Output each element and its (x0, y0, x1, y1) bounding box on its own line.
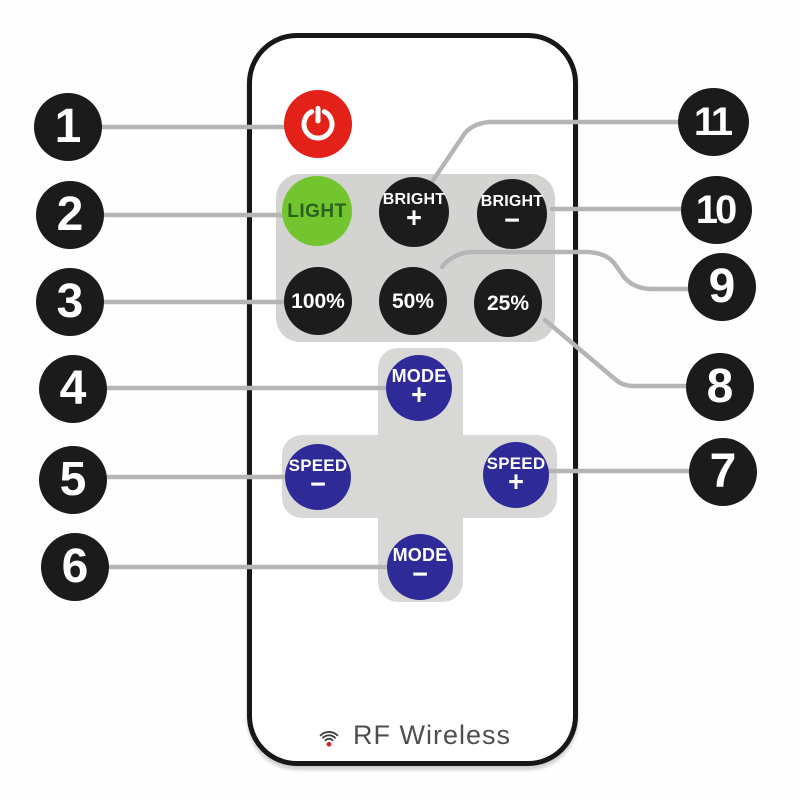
bright-plus-button[interactable]: BRIGHT + (379, 177, 449, 247)
leader-line-11 (429, 119, 682, 185)
callout-5: 5 (39, 446, 107, 514)
mode-minus-button[interactable]: MODE − (387, 534, 453, 600)
brand-label: RF Wireless (353, 719, 511, 750)
brand-row: RF Wireless (247, 712, 578, 758)
speed-minus-button[interactable]: SPEED − (285, 444, 351, 510)
callout-8: 8 (686, 353, 754, 421)
brightness-25-button[interactable]: 25% (474, 269, 542, 337)
callout-6: 6 (41, 533, 109, 601)
bright-minus-label: BRIGHT (480, 193, 544, 210)
plus-sign: + (411, 379, 427, 411)
power-button[interactable] (284, 90, 352, 158)
minus-sign: − (504, 204, 520, 236)
minus-sign: − (412, 558, 428, 590)
brightness-50-label: 50% (391, 289, 435, 313)
mode-plus-button[interactable]: MODE + (386, 355, 452, 421)
callout-3: 3 (36, 268, 104, 336)
brightness-25-label: 25% (486, 291, 530, 315)
light-button-label: LIGHT (287, 200, 347, 222)
speed-plus-label: SPEED (486, 453, 546, 473)
bright-minus-button[interactable]: BRIGHT − (477, 179, 547, 249)
callout-10: 10 (681, 176, 752, 244)
light-button[interactable]: LIGHT (282, 176, 352, 246)
bright-plus-label: BRIGHT (382, 191, 446, 208)
minus-sign: − (310, 467, 326, 500)
leader-line-9 (439, 249, 692, 292)
speed-minus-label: SPEED (288, 455, 348, 475)
leader-line-8 (542, 317, 690, 389)
brightness-50-button[interactable]: 50% (379, 267, 447, 335)
mode-plus-label: MODE (391, 366, 447, 386)
mode-minus-label: MODE (392, 545, 448, 565)
brightness-100-label: 100% (291, 289, 345, 313)
callout-7: 7 (689, 438, 757, 506)
callout-9: 9 (688, 253, 756, 321)
callout-11: 11 (678, 88, 749, 156)
plus-sign: + (508, 465, 524, 498)
callout-1: 1 (34, 93, 102, 161)
plus-sign: + (406, 202, 422, 234)
rf-wireless-icon (319, 731, 339, 747)
callout-4: 4 (39, 355, 107, 423)
callout-2: 2 (36, 181, 104, 249)
brightness-100-button[interactable]: 100% (284, 267, 352, 335)
speed-plus-button[interactable]: SPEED + (483, 442, 549, 508)
power-icon (301, 105, 335, 141)
